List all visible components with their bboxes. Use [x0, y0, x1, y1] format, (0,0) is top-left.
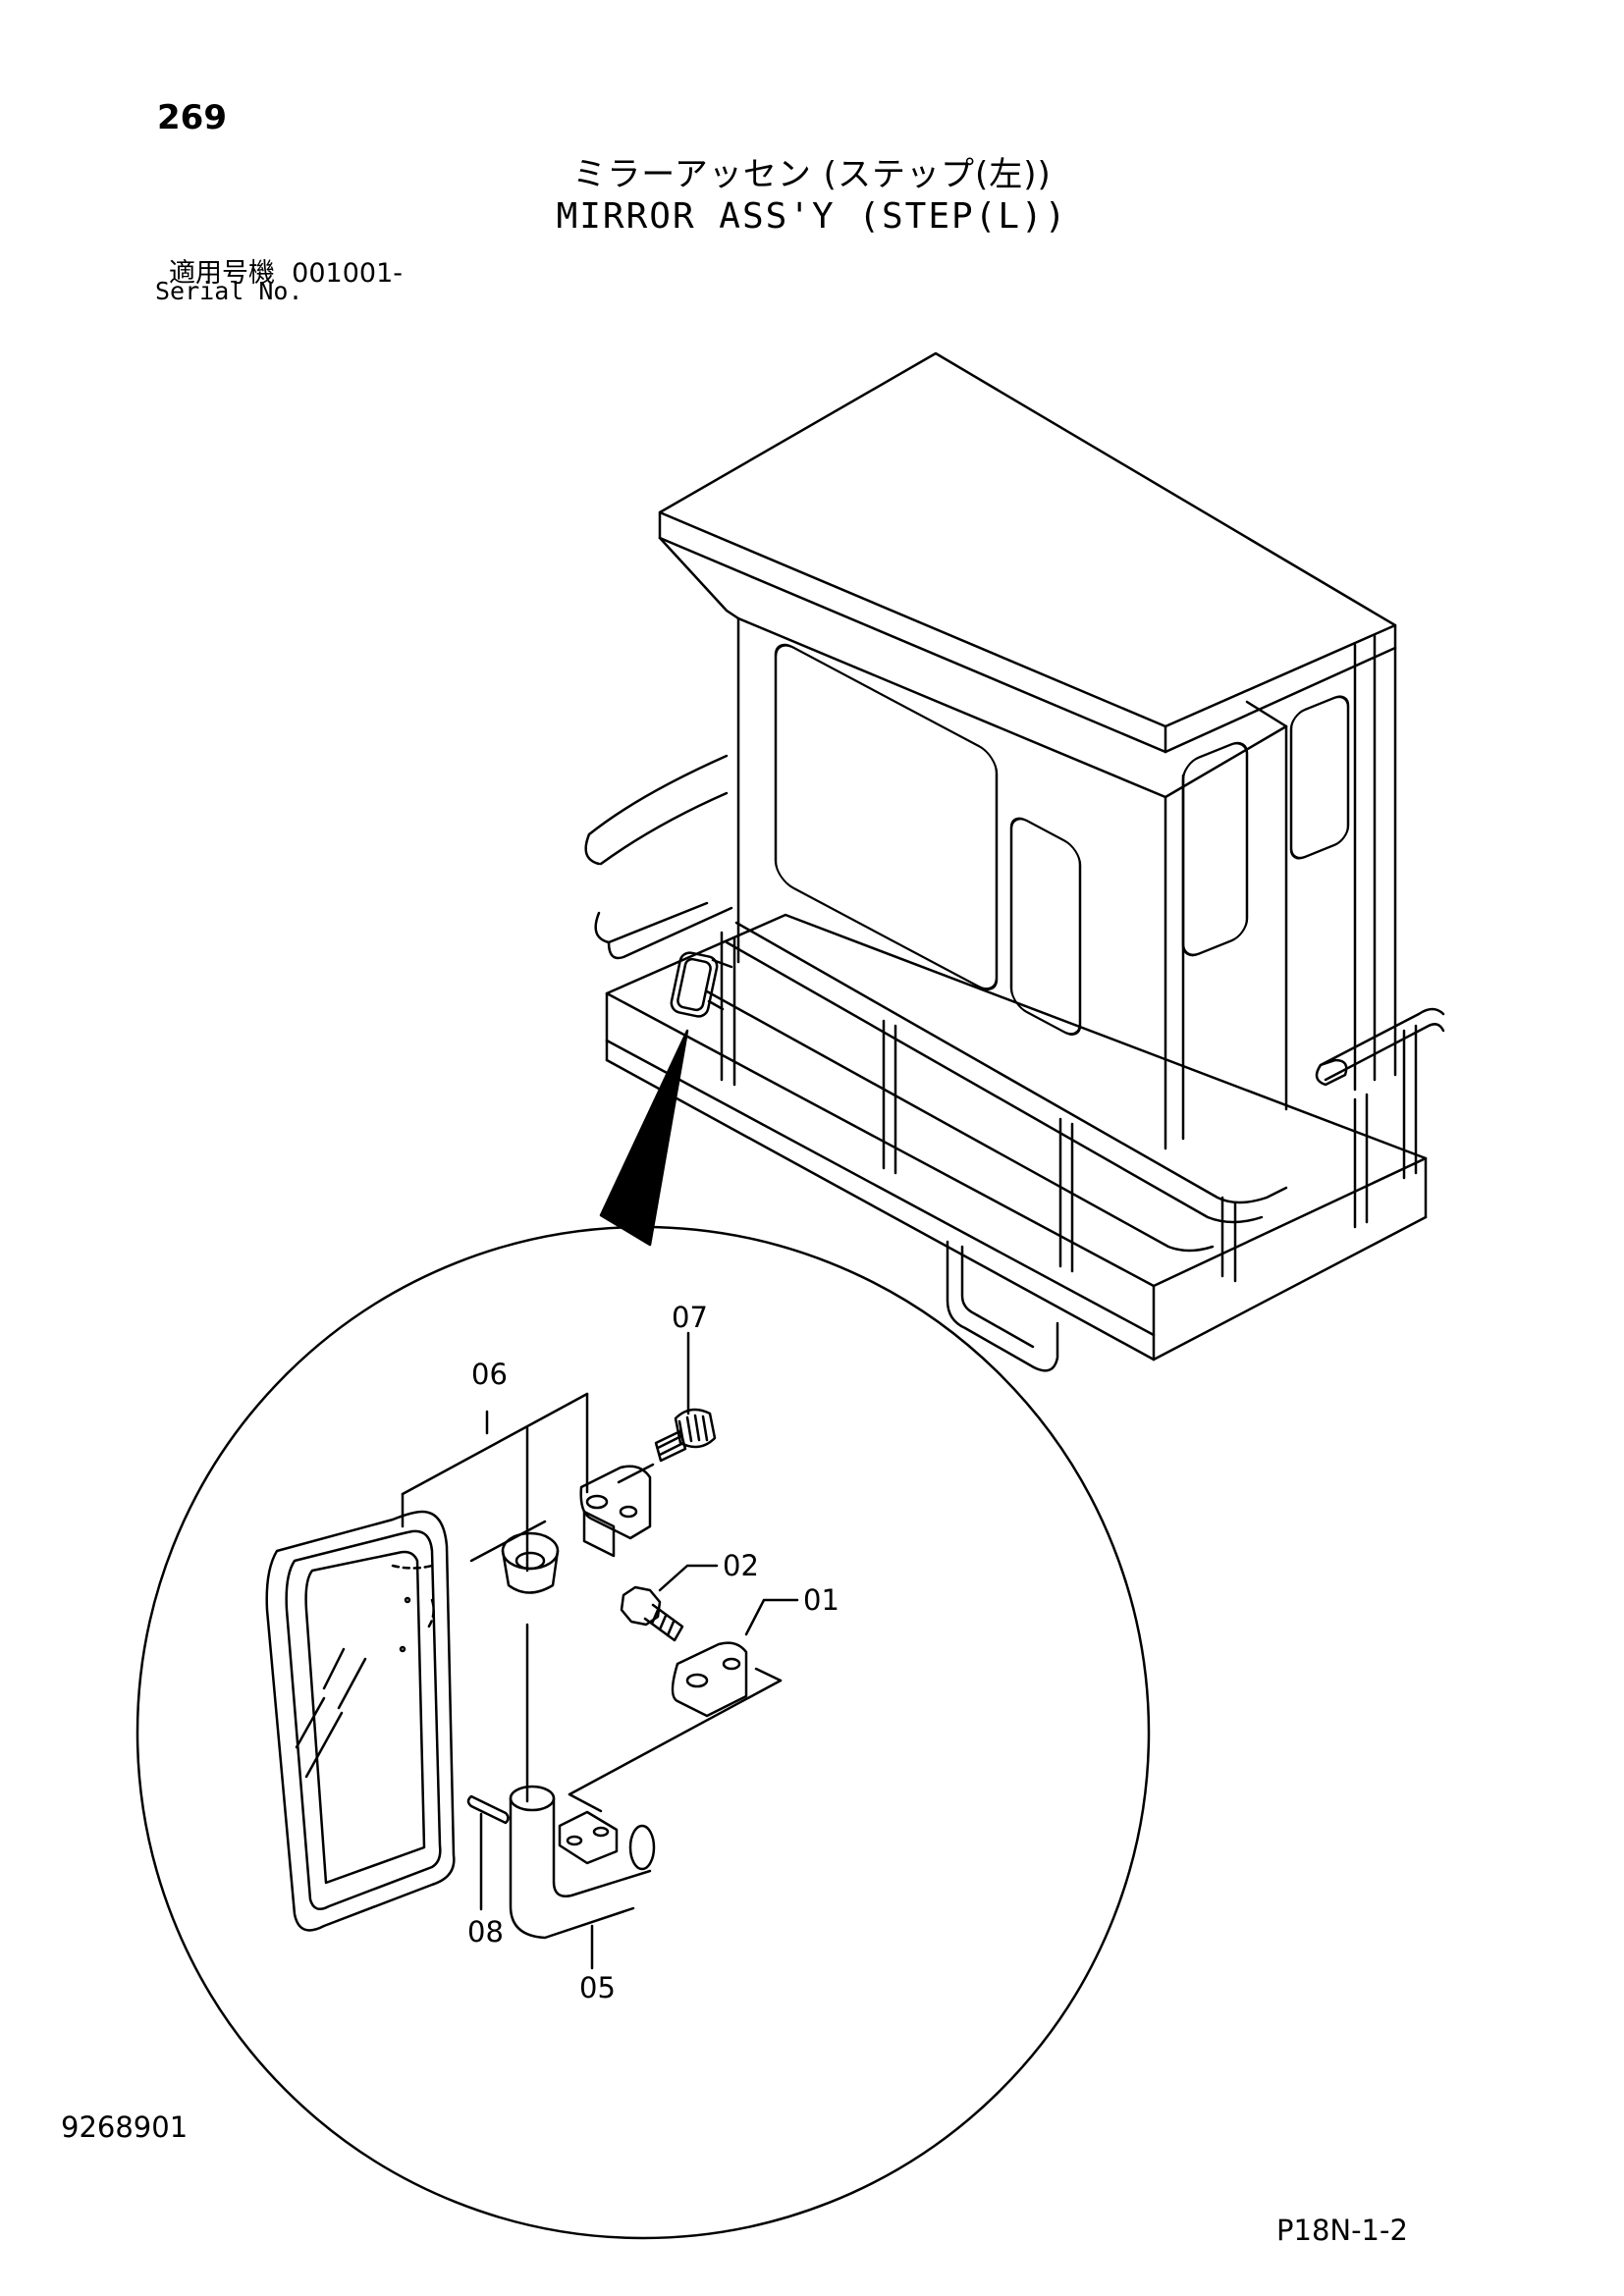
callout-01: 01	[803, 1583, 839, 1617]
callout-07: 07	[672, 1301, 708, 1334]
sleeve-part	[501, 1531, 560, 1594]
knob-bolt-07	[654, 1331, 717, 1463]
page-number: 269	[157, 98, 227, 137]
clamp-lower-01	[568, 1598, 799, 1813]
callout-06: 06	[471, 1358, 508, 1391]
bolt-02	[620, 1564, 719, 1642]
serial-label-jp: 適用号機	[169, 258, 275, 289]
serial-range: 001001-	[292, 258, 403, 289]
title-japanese: ミラーアッセン (ステップ(左))	[572, 155, 1052, 194]
title-english: MIRROR ASS'Y (STEP(L))	[556, 196, 1068, 237]
serial-label-english: Serial No.	[155, 277, 303, 305]
platform-base	[605, 913, 1428, 1372]
cab-assembly	[658, 351, 1397, 1150]
detail-pointer	[599, 1029, 689, 1247]
handrails	[584, 754, 1445, 1283]
leader-06	[401, 1392, 655, 1803]
mirror-frame	[265, 1510, 456, 1932]
arm-05	[509, 1785, 656, 1970]
document-number: 9268901	[61, 2110, 189, 2144]
pin-08	[466, 1794, 510, 1911]
mirror-location-small	[670, 951, 733, 1018]
serial-row-japanese: 適用号機 001001-	[169, 251, 403, 290]
sheet-code: P18N-1-2	[1276, 2214, 1408, 2247]
detail-circle	[135, 1225, 1151, 2240]
callout-05: 05	[579, 1971, 616, 2004]
callout-08: 08	[467, 1915, 504, 1949]
callout-02: 02	[723, 1549, 759, 1582]
clamp-upper	[579, 1465, 652, 1558]
